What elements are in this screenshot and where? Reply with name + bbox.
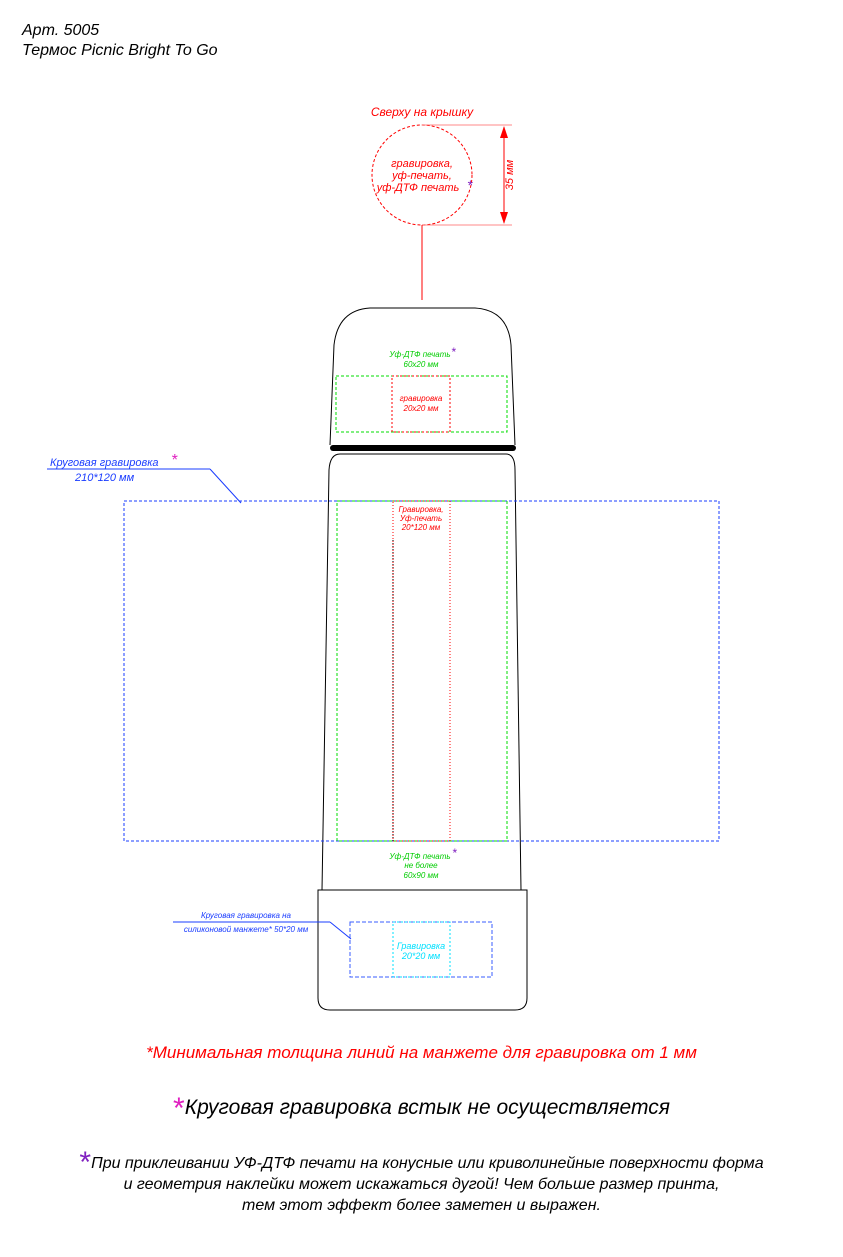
warning-line1: При приклеивании УФ-ДТФ печати на конусн… [91,1155,764,1172]
lid-star: * [467,177,473,193]
cap-engrave-area [391,375,451,433]
body-bottom-line2: не более [404,861,438,870]
circular-label: Круговая гравировка [50,457,159,469]
lid-dimension: 35 мм [504,159,516,190]
body-bottom-size: 60x90 мм [404,871,440,880]
no-seam-star: * [173,1092,185,1125]
sleeve-label-line1: Круговая гравировка на [201,911,292,920]
body-bottom-star: * [452,846,457,860]
warning-line2: и геометрия наклейки может искажаться ду… [123,1176,720,1193]
cap-engrave-size: 20x20 мм [403,404,440,413]
body-bottom-line1: Уф-ДТФ печать [388,852,450,861]
lid-title: Сверху на крышку [371,105,474,119]
cap-uvdtf-size: 60x20 мм [404,360,440,369]
cap-uvdtf-label: Уф-ДТФ печать [388,350,450,359]
no-seam-text: Круговая гравировка встык не осуществляе… [184,1096,670,1119]
body-outline [321,453,522,891]
lid-line1: гравировка, [391,158,453,170]
product-name: Термос Picnic Bright To Go [22,42,218,59]
sleeve-label-line2: силиконовой манжете* 50*20 мм [184,925,309,934]
lid-line3: уф-ДТФ печать [376,182,460,194]
circular-star: * [171,452,178,469]
no-seam-note: *Круговая гравировка встык не осуществля… [0,1092,843,1126]
sleeve-engrave-area [392,921,451,978]
body-center-line2: Уф-печать [399,514,442,523]
min-thickness-note: *Минимальная толщина линий на манжете дл… [146,1043,697,1062]
cap-star: * [451,345,456,359]
sleeve-engrave-label: Гравировка [397,941,445,951]
lid-line2: уф-печать, [391,170,452,182]
body-center-line1: Гравировка, [398,505,443,514]
cap-outline [329,307,516,446]
article-number: Арт. 5005 [22,22,100,39]
cap-engrave-label: гравировка [400,394,443,403]
body-uvdtf-area [336,500,508,842]
warning-line3: тем этот эффект более заметен и выражен. [242,1197,601,1214]
body-center-size: 20*120 мм [401,523,441,532]
circular-size: 210*120 мм [74,472,135,484]
sleeve-outline [317,889,528,1011]
sleeve-engrave-size: 20*20 мм [401,951,440,961]
body-engrave-area [392,500,451,842]
cap-band [330,445,516,451]
circular-engrave-area [123,500,720,842]
warning-note: *При приклеивании УФ-ДТФ печати на конус… [0,1148,843,1216]
warning-star: * [79,1146,92,1179]
